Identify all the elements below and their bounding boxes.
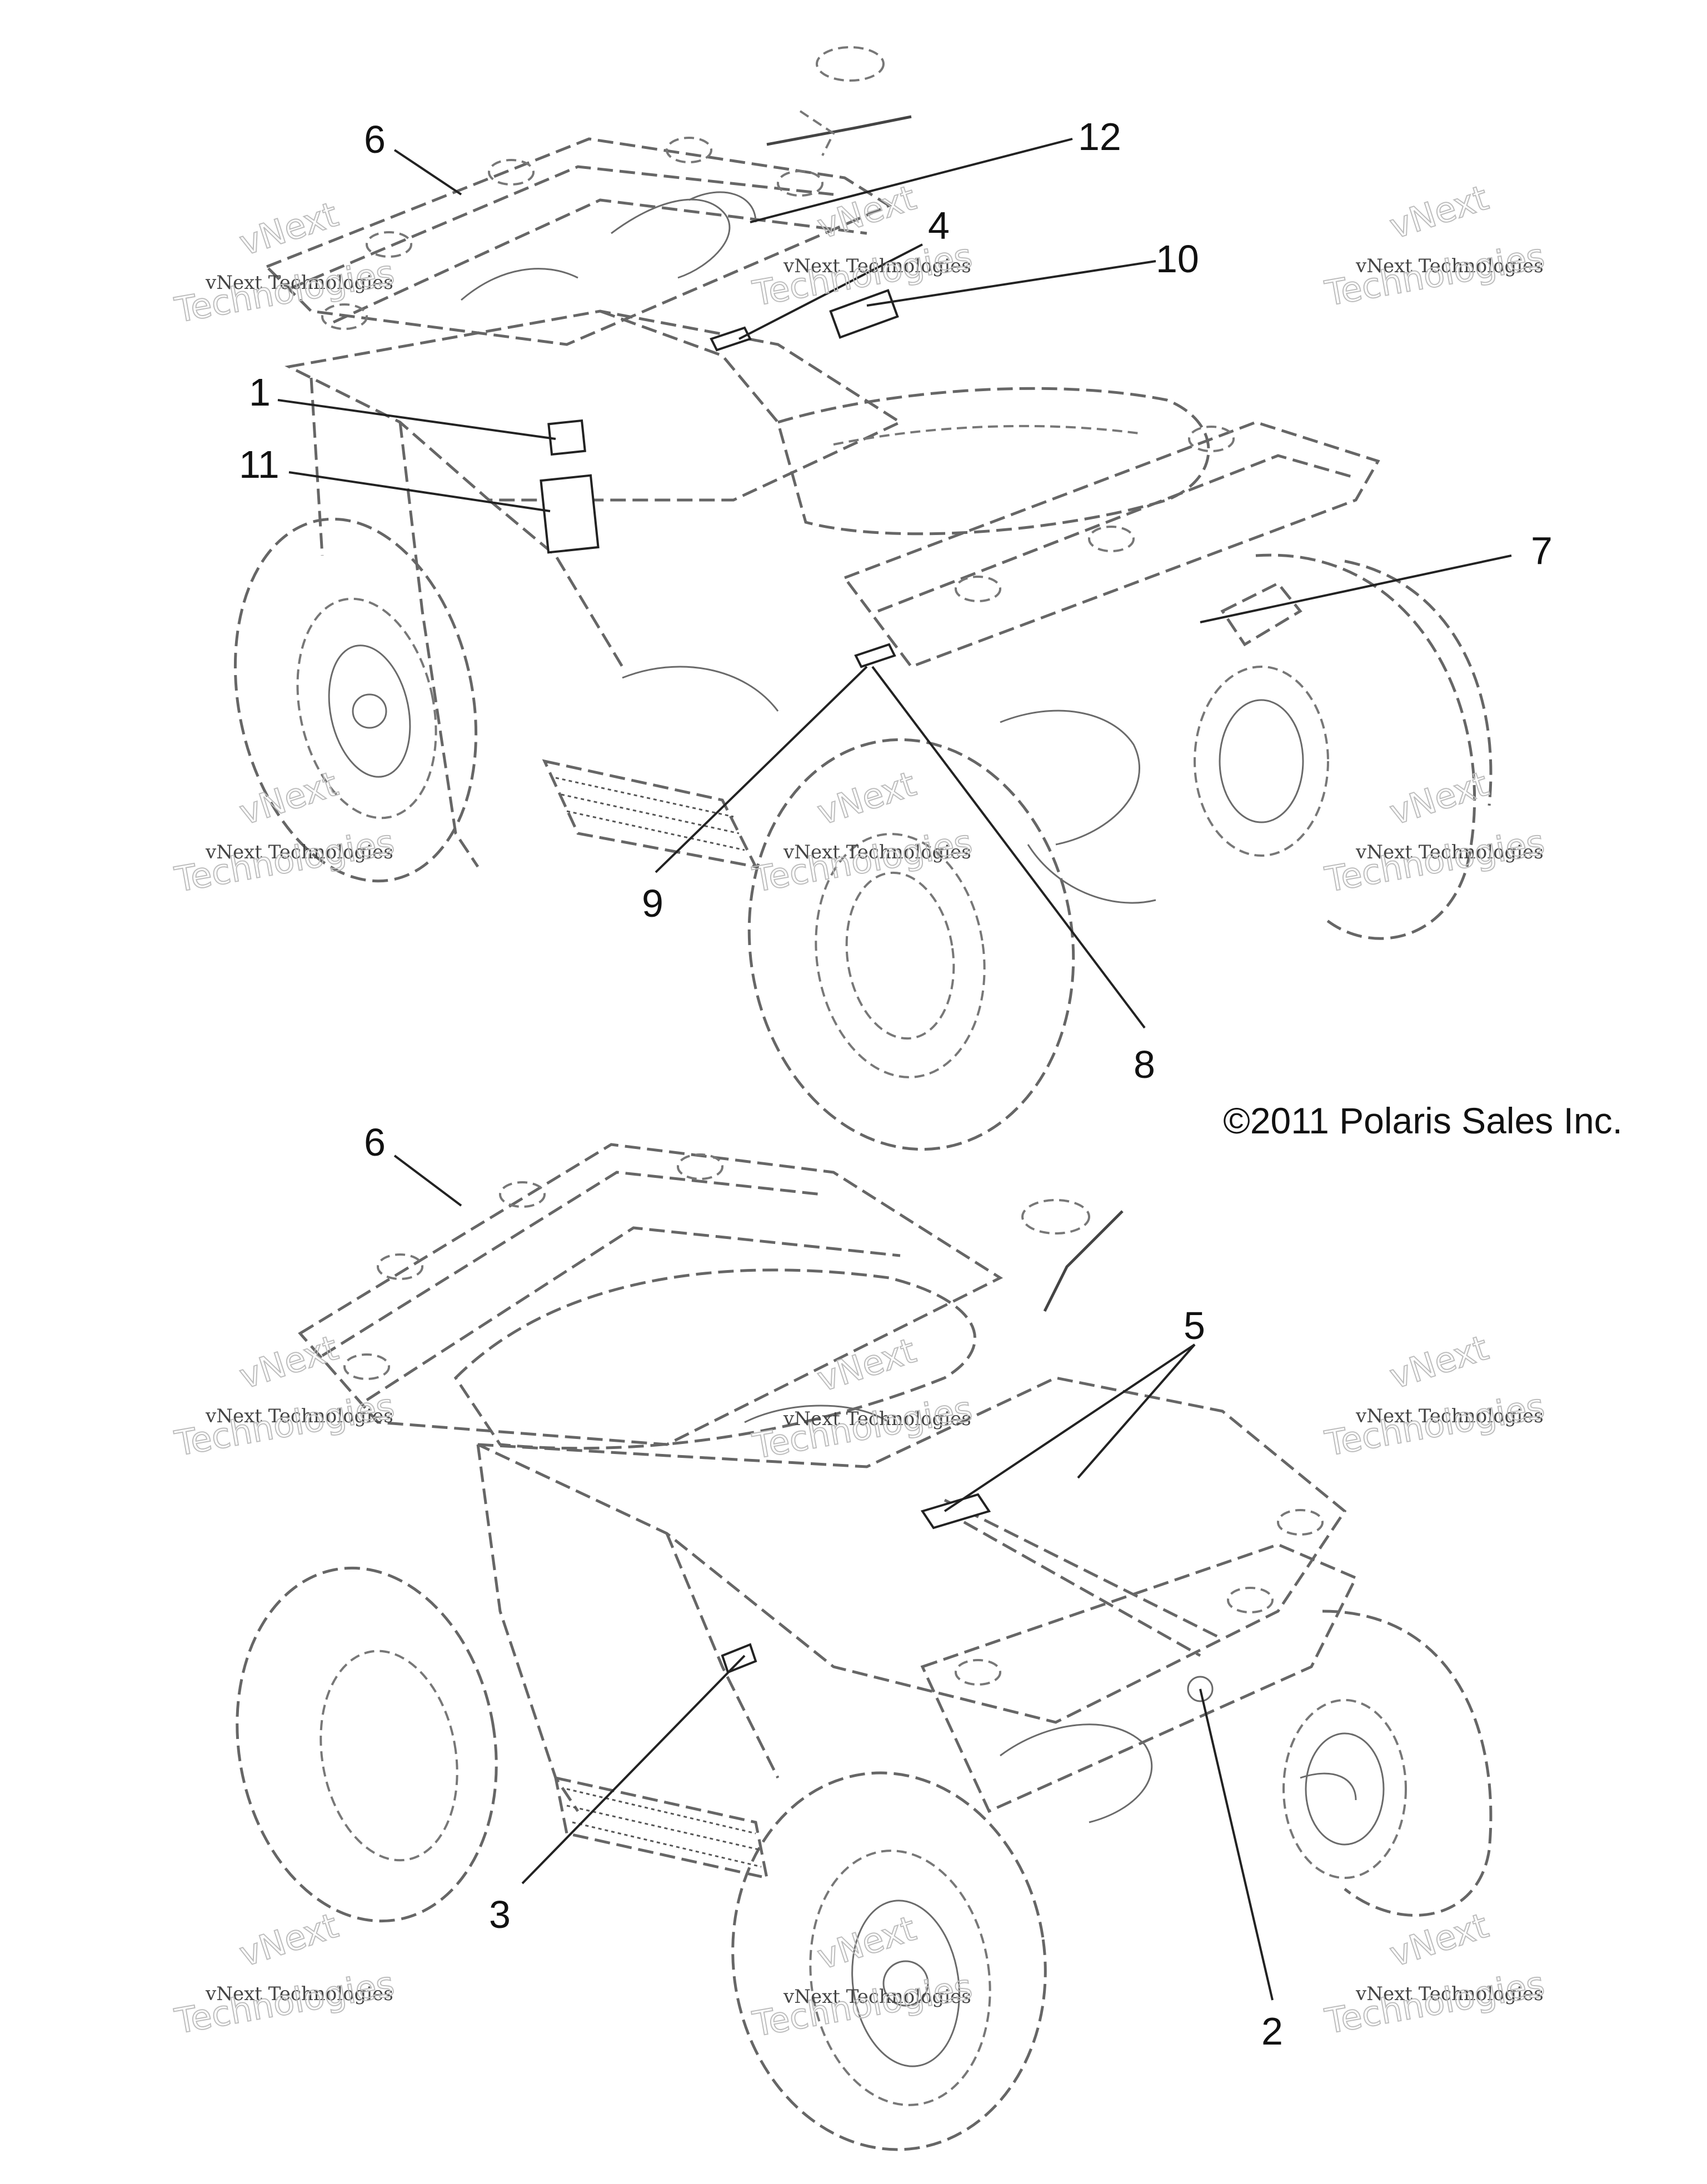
rear-rack bbox=[842, 421, 1380, 668]
callout-8: 8 bbox=[1134, 1043, 1155, 1086]
watermark: vNext vNext Technologies Technologies bbox=[749, 763, 976, 901]
svg-text:vNext Technologies: vNext Technologies bbox=[783, 1408, 971, 1430]
decal-11 bbox=[540, 474, 600, 554]
svg-text:vNext Technologies: vNext Technologies bbox=[783, 1986, 971, 2008]
rear-suspension bbox=[1000, 581, 1302, 904]
callout-10: 10 bbox=[1156, 237, 1199, 281]
svg-text:vNext Technologies: vNext Technologies bbox=[205, 841, 393, 863]
decal-3 bbox=[721, 1643, 757, 1674]
front-left-tire-lower bbox=[1282, 1610, 1493, 1917]
watermark: vNext vNext Technologies Technologies bbox=[171, 1905, 398, 2042]
callout-11: 11 bbox=[239, 443, 279, 486]
callout-7: 7 bbox=[1531, 529, 1553, 572]
svg-text:Technologies: Technologies bbox=[1322, 236, 1548, 314]
leader-lines-top bbox=[277, 138, 1512, 1029]
atv-top-view bbox=[233, 46, 1512, 1151]
copyright-notice: ©2011 Polaris Sales Inc. bbox=[1223, 1100, 1623, 1141]
svg-text:vNext: vNext bbox=[234, 1905, 343, 1975]
svg-text:vNext: vNext bbox=[1385, 177, 1493, 247]
leader-lines-bottom bbox=[393, 1155, 1274, 2001]
callout-4: 4 bbox=[928, 204, 950, 247]
front-right-tire bbox=[747, 738, 1075, 1151]
svg-text:vNext: vNext bbox=[1385, 763, 1493, 833]
svg-text:vNext Technologies: vNext Technologies bbox=[205, 272, 393, 294]
front-rack-lower bbox=[920, 1509, 1358, 1813]
watermark: vNext vNext Technologies Technologies bbox=[1321, 1905, 1548, 2042]
svg-text:vNext Technologies: vNext Technologies bbox=[783, 841, 971, 863]
svg-text:Technologies: Technologies bbox=[172, 1386, 397, 1464]
callout-6-bottom: 6 bbox=[364, 1121, 386, 1164]
svg-text:Technologies: Technologies bbox=[750, 822, 975, 900]
front-left-tire bbox=[233, 517, 478, 883]
callout-numbers: 6 12 4 10 1 11 7 9 8 6 5 3 2 bbox=[239, 115, 1553, 2053]
callout-12: 12 bbox=[1078, 115, 1121, 158]
svg-text:vNext: vNext bbox=[812, 1330, 921, 1400]
svg-text:vNext: vNext bbox=[234, 1327, 343, 1397]
svg-text:Technologies: Technologies bbox=[172, 822, 397, 900]
svg-text:vNext: vNext bbox=[1385, 1327, 1493, 1397]
rear-rack-lower bbox=[298, 1143, 1004, 1446]
svg-text:Technologies: Technologies bbox=[1322, 822, 1548, 900]
svg-text:Technologies: Technologies bbox=[1322, 1386, 1548, 1464]
decal-10 bbox=[829, 289, 899, 339]
rear-left-tire-lower bbox=[236, 1566, 498, 1923]
callout-6-top: 6 bbox=[364, 118, 386, 161]
callout-1: 1 bbox=[249, 371, 271, 414]
handlebar-assembly bbox=[461, 46, 912, 301]
svg-text:vNext Technologies: vNext Technologies bbox=[783, 255, 971, 277]
front-rack bbox=[264, 137, 892, 346]
callout-9: 9 bbox=[642, 882, 663, 925]
watermark: vNext vNext Technologies Technologies bbox=[1321, 177, 1548, 314]
rear-left-tire bbox=[1194, 553, 1476, 940]
svg-text:Technologies: Technologies bbox=[1322, 1963, 1548, 2042]
svg-text:Technologies: Technologies bbox=[172, 1963, 397, 2042]
rear-right-tire-outline bbox=[1344, 559, 1493, 806]
front-bumper-lower bbox=[1000, 1676, 1357, 1823]
seat bbox=[776, 387, 1210, 536]
svg-text:vNext Technologies: vNext Technologies bbox=[1355, 255, 1544, 277]
decal-5 bbox=[920, 1493, 991, 1530]
decal-9 bbox=[854, 643, 896, 668]
decal-4 bbox=[710, 326, 752, 352]
svg-text:vNext: vNext bbox=[234, 194, 343, 263]
svg-text:vNext: vNext bbox=[234, 763, 343, 833]
callout-3: 3 bbox=[489, 1893, 511, 1936]
watermark: vNext vNext Technologies Technologies bbox=[749, 1330, 976, 1467]
watermark: vNext vNext Technologies Technologies bbox=[1321, 1327, 1548, 1465]
body-lower bbox=[476, 1376, 1347, 1812]
svg-text:vNext: vNext bbox=[812, 177, 921, 247]
seat-lower bbox=[453, 1268, 976, 1450]
atv-bottom-view bbox=[236, 1143, 1493, 2151]
watermark: vNext vNext Technologies Technologies bbox=[171, 1327, 398, 1465]
handlebar-lower bbox=[744, 1199, 1124, 1423]
front-right-tire-lower bbox=[731, 1771, 1047, 2151]
svg-text:vNext Technologies: vNext Technologies bbox=[1355, 1983, 1544, 2005]
svg-text:vNext Technologies: vNext Technologies bbox=[1355, 841, 1544, 863]
svg-text:vNext Technologies: vNext Technologies bbox=[1355, 1405, 1544, 1427]
callout-2: 2 bbox=[1261, 2010, 1283, 2053]
footwell-lower bbox=[553, 1776, 769, 1880]
svg-text:vNext: vNext bbox=[812, 763, 921, 833]
svg-text:vNext Technologies: vNext Technologies bbox=[205, 1983, 393, 2005]
callout-5: 5 bbox=[1184, 1304, 1205, 1347]
svg-text:Technologies: Technologies bbox=[750, 1388, 975, 1467]
svg-text:Technologies: Technologies bbox=[750, 1966, 975, 2045]
watermark: vNext vNext Technologies Technologies bbox=[1321, 763, 1548, 901]
footwell bbox=[542, 666, 779, 869]
front-fender-body bbox=[284, 309, 904, 868]
decal-1 bbox=[547, 419, 586, 456]
svg-text:vNext Technologies: vNext Technologies bbox=[205, 1405, 393, 1427]
